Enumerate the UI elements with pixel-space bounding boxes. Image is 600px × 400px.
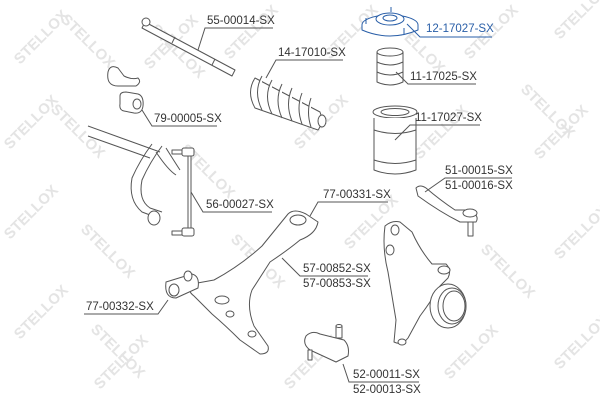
part-label-ball-joint-1[interactable]: 52-00011-SX — [353, 369, 420, 381]
svg-text:STELLOX: STELLOX — [57, 11, 118, 72]
part-label-strut-mount[interactable]: 12-17027-SX — [426, 23, 494, 35]
part-label-tie-rod-end-2[interactable]: 51-00016-SX — [445, 180, 513, 192]
part-label-tie-rod[interactable]: 55-00014-SX — [207, 15, 275, 27]
part-label-dust-boot[interactable]: 11-17027-SX — [415, 112, 482, 124]
part-label-stabilizer-link[interactable]: 56-00027-SX — [206, 199, 274, 211]
dust-boot-drawing — [372, 105, 418, 175]
svg-text:STELLOX: STELLOX — [47, 101, 108, 162]
steering-boot-drawing — [250, 75, 327, 131]
svg-text:STELLOX: STELLOX — [11, 282, 72, 343]
rear-bushing-drawing — [165, 270, 199, 299]
part-label-ball-joint-2[interactable]: 52-00013-SX — [353, 384, 421, 396]
svg-text:STELLOX: STELLOX — [551, 202, 600, 263]
tie-rod-end-drawing — [415, 185, 478, 237]
svg-text:STELLOX: STELLOX — [477, 241, 538, 302]
svg-text:STELLOX: STELLOX — [551, 0, 600, 43]
bump-stop-drawing — [376, 47, 404, 86]
part-label-stabilizer-bushing[interactable]: 79-00005-SX — [154, 113, 222, 125]
svg-text:STELLOX: STELLOX — [551, 312, 600, 373]
part-label-bump-stop[interactable]: 11-17025-SX — [410, 71, 477, 83]
svg-text:STELLOX: STELLOX — [441, 322, 502, 383]
part-label-control-arm-1[interactable]: 57-00852-SX — [303, 263, 371, 275]
steering-knuckle-drawing — [383, 221, 467, 346]
part-label-control-arm-2[interactable]: 57-00853-SX — [303, 278, 371, 290]
part-label-front-bushing[interactable]: 77-00331-SX — [323, 189, 391, 201]
stabilizer-link-drawing — [171, 147, 195, 237]
svg-text:STELLOX: STELLOX — [221, 2, 282, 63]
leader-lines — [84, 23, 512, 383]
strut-mount-drawing — [361, 7, 419, 37]
ball-joint-drawing — [304, 324, 349, 363]
tie-rod-drawing — [141, 17, 236, 77]
svg-text:STELLOX: STELLOX — [1, 182, 62, 243]
svg-text:STELLOX: STELLOX — [1, 92, 62, 153]
stabilizer-bushing-drawing — [107, 66, 144, 114]
part-label-steering-boot[interactable]: 14-17010-SX — [278, 47, 346, 59]
part-label-rear-bushing[interactable]: 77-00332-SX — [86, 301, 154, 313]
part-label-tie-rod-end-1[interactable]: 51-00015-SX — [445, 165, 513, 177]
svg-text:STELLOX: STELLOX — [77, 221, 138, 282]
control-arm-drawing — [188, 210, 319, 355]
stabilizer-bar-drawing — [87, 125, 181, 226]
